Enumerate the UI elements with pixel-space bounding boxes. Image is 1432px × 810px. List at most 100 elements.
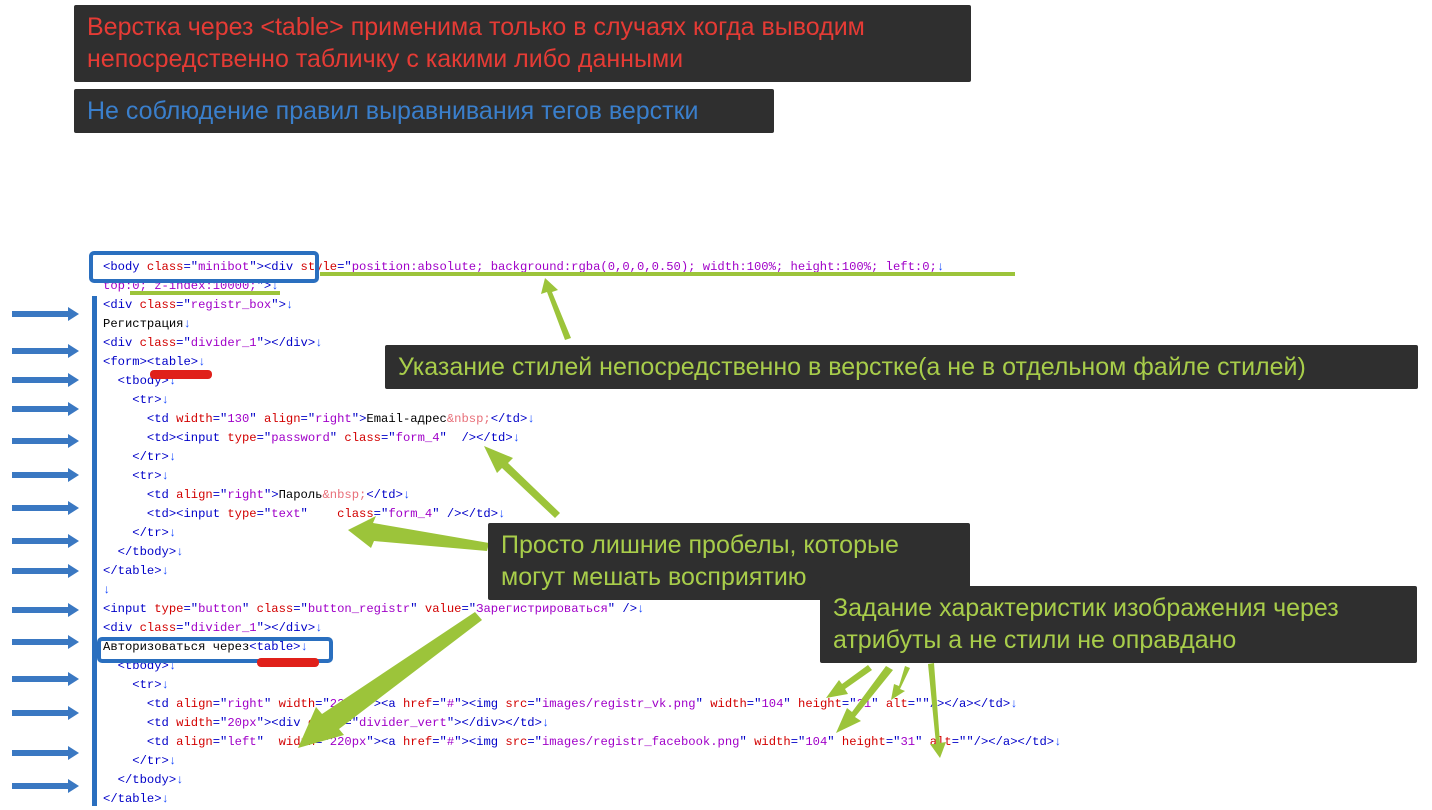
code-token: =" <box>183 602 199 616</box>
code-token: " /></td> <box>439 431 513 445</box>
code-token: ↓ <box>402 488 411 502</box>
code-token: Регистрация <box>103 317 184 331</box>
code-token: =" <box>212 735 228 749</box>
code-token: ↓ <box>161 678 169 692</box>
code-token: "> <box>271 298 286 312</box>
code-token: "> <box>351 412 367 426</box>
code-token: " <box>739 735 755 749</box>
code-token: </td> <box>490 412 528 426</box>
callout-alignment-text: Не соблюдение правил выравнивания тегов … <box>87 97 699 125</box>
code-token: "><div <box>249 260 301 274</box>
code-token: =" <box>432 697 447 711</box>
code-token: button <box>198 602 242 616</box>
code-token: class <box>344 431 381 445</box>
code-token: password <box>271 431 330 445</box>
code-token: ↓ <box>168 450 177 464</box>
code-line: <tbody>↓ <box>103 657 177 675</box>
code-token: </tbody> <box>103 773 177 787</box>
code-token: <tbody> <box>103 659 169 673</box>
code-token: "><img <box>454 697 506 711</box>
code-token: ↓ <box>176 545 184 559</box>
code-line: <tr>↓ <box>103 676 169 694</box>
code-token: ↓ <box>161 469 169 483</box>
callout-inline-styles-text: Указание стилей непосредственно в верстк… <box>398 353 1306 381</box>
code-token: divider_1 <box>190 336 257 350</box>
code-token: alt <box>885 697 908 711</box>
code-line: Авторизоваться через<table>↓ <box>103 638 308 656</box>
code-token: &nbsp; <box>322 488 367 502</box>
code-token: top:0; z-index:10000; <box>103 279 257 293</box>
code-token: </table> <box>103 792 162 806</box>
code-token: ↓ <box>176 773 184 787</box>
code-line: </tr>↓ <box>103 752 176 770</box>
callout-extra-spaces-text: Просто лишние пробелы, которые могут меш… <box>501 531 899 591</box>
code-token: ↓ <box>936 260 945 274</box>
code-token: button_registr <box>307 602 411 616</box>
code-token: style <box>300 260 338 274</box>
code-token: class <box>337 507 374 521</box>
code-token: <td><input <box>103 431 228 445</box>
code-token: <tr> <box>103 678 162 692</box>
code-token: width <box>278 697 316 711</box>
code-token: 130 <box>227 412 250 426</box>
code-token: type <box>227 507 257 521</box>
code-line: <td width="130" align="right">Email-адре… <box>103 410 535 428</box>
code-token: href <box>402 735 433 749</box>
code-token: =" <box>380 431 396 445</box>
code-token: 20px <box>227 716 257 730</box>
callout-attributes-text: Задание характеристик изображения через … <box>833 594 1339 654</box>
code-token: width <box>278 735 316 749</box>
code-line: <div class="divider_1"></div>↓ <box>103 334 322 352</box>
code-token: =" <box>212 412 228 426</box>
code-token: registr_box <box>190 298 272 312</box>
code-line: </tr>↓ <box>103 524 176 542</box>
code-token: 220px <box>329 697 367 711</box>
code-token: =" <box>212 488 228 502</box>
code-token: "><img <box>454 735 506 749</box>
code-token: ↓ <box>512 431 520 445</box>
code-token: =" <box>790 735 806 749</box>
code-token: Авторизоваться через <box>103 640 250 654</box>
code-token: Email-адрес <box>366 412 447 426</box>
code-token: class <box>307 716 345 730</box>
code-token: "></div></td> <box>446 716 542 730</box>
code-token: <div <box>103 298 140 312</box>
code-token: height <box>798 697 842 711</box>
code-token: <td><input <box>103 507 228 521</box>
code-token: <tr> <box>103 469 162 483</box>
code-token: =" <box>212 716 228 730</box>
code-token: =" <box>176 621 191 635</box>
code-token: align <box>176 488 213 502</box>
code-token: =" <box>212 697 228 711</box>
code-token: ↓ <box>300 640 308 654</box>
code-token: images/registr_vk.png <box>541 697 696 711</box>
code-token: ↓ <box>168 659 177 673</box>
code-token: " <box>871 697 886 711</box>
code-token: <div <box>103 336 140 350</box>
code-token: form_4 <box>395 431 440 445</box>
code-token: =" <box>293 602 308 616</box>
code-token: ↓ <box>271 279 279 293</box>
code-line: <tr>↓ <box>103 391 169 409</box>
code-token: align <box>176 735 213 749</box>
code-token: "> <box>263 488 279 502</box>
code-line: <td align="right" width="220px"><a href=… <box>103 695 1018 713</box>
code-token: =" <box>300 412 316 426</box>
code-token: ↓ <box>161 564 169 578</box>
code-token: Пароль <box>278 488 323 502</box>
code-token: minibot <box>198 260 250 274</box>
code-token: " <box>915 735 930 749</box>
code-token: <div <box>103 621 140 635</box>
code-token: =" <box>527 735 542 749</box>
code-token: <body <box>103 260 147 274</box>
code-token: =" <box>432 735 447 749</box>
code-token: class <box>139 621 177 635</box>
callout-table-layout: Верстка через <table> применима только в… <box>74 5 971 82</box>
code-token: "></div> <box>256 336 316 350</box>
code-line: <td><input type="password" class="form_4… <box>103 429 520 447</box>
code-token: =" <box>315 697 330 711</box>
code-token: 31 <box>900 735 916 749</box>
code-token: =""/></a></td> <box>951 735 1055 749</box>
code-token: right <box>227 697 264 711</box>
